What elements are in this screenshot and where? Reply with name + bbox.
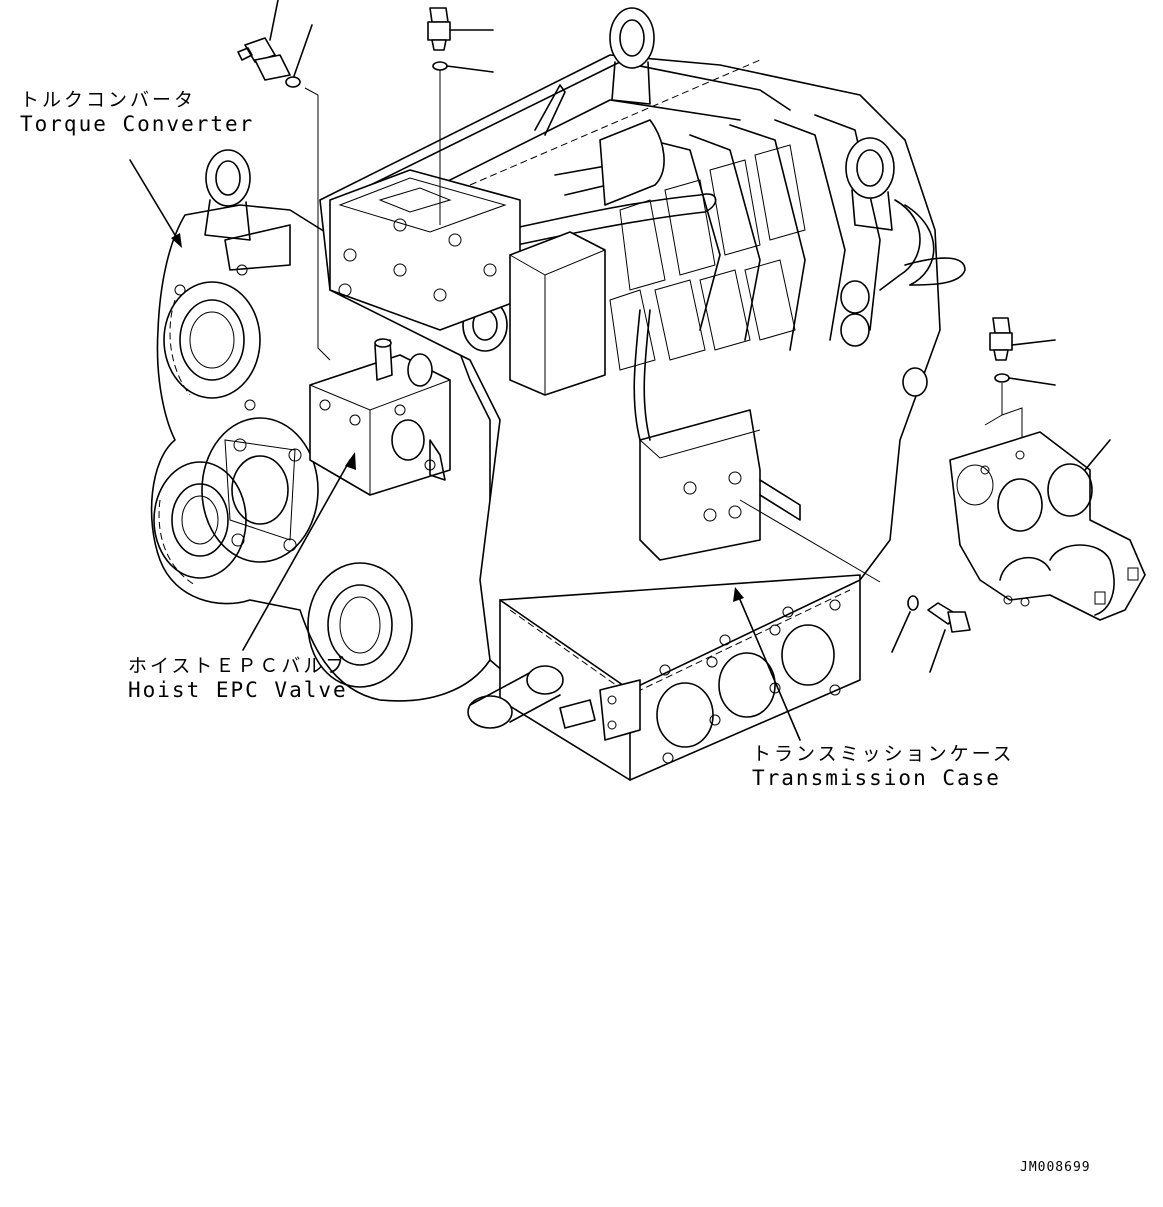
- label-hoist-epc-valve: ホイストＥＰＣバルブ Hoist EPC Valve: [128, 654, 348, 702]
- label-transmission-case-en: Transmission Case: [752, 766, 1001, 790]
- label-hoist-epc-valve-en: Hoist EPC Valve: [128, 678, 348, 702]
- label-hoist-epc-valve-jp: ホイストＥＰＣバルブ: [128, 655, 348, 677]
- label-torque-converter-en: Torque Converter: [20, 112, 255, 136]
- top-left-sensor: [237, 0, 331, 361]
- label-transmission-case-jp: トランスミッションケース: [752, 743, 1015, 765]
- bottom-right-plug: [739, 499, 971, 673]
- leader-hoist-epc-valve: [242, 452, 356, 651]
- top-center-sensor: [427, 7, 494, 225]
- leader-transmission-case: [733, 587, 801, 741]
- label-transmission-case: トランスミッションケース Transmission Case: [752, 742, 1015, 790]
- transmission-case: [467, 574, 861, 781]
- right-sensor: [984, 317, 1056, 440]
- leader-torque-converter: [129, 159, 182, 248]
- drawing-id: JM008699: [1020, 1160, 1091, 1175]
- label-torque-converter-jp: トルクコンバータ: [20, 89, 197, 111]
- hoist-epc-valve: [309, 338, 451, 496]
- label-torque-converter: トルクコンバータ Torque Converter: [20, 88, 254, 136]
- right-solenoid-valve: [949, 431, 1146, 621]
